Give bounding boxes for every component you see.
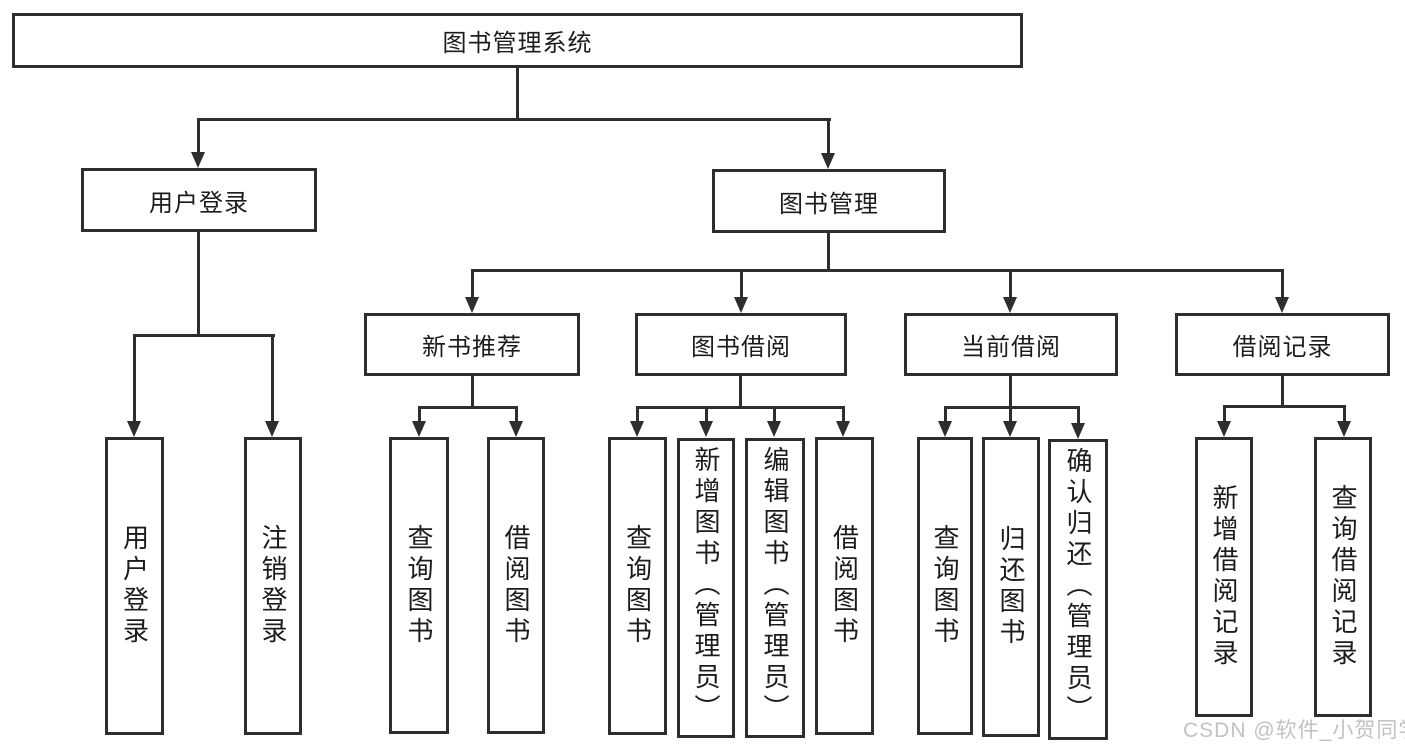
leaf-add-book-admin: 新增图书（管理员） [677,438,735,738]
connector-mgmt-group-branch [471,269,1284,272]
node-book-management-label: 图书管理 [779,190,879,218]
leaf-confirm-return-admin-label: 确认归还（管理员） [1063,447,1093,726]
arrowhead-bor-child2 [699,421,713,437]
connector-rcd-stem [1281,375,1284,407]
connector-book-management-drop [827,118,830,157]
node-user-login: 用户登录 [81,168,317,232]
connector-rec-child1-drop [418,406,421,424]
node-borrowing-records-label: 借阅记录 [1232,334,1333,361]
arrowhead-cur-child3 [1071,423,1085,439]
arrowhead-leaf-logout [265,421,279,437]
node-root-label: 图书管理系统 [442,30,593,57]
node-current-borrowing-label: 当前借阅 [961,334,1061,361]
arrowhead-rec-child2 [509,421,523,437]
leaf-borrow-books-label: 借阅图书 [829,524,860,648]
leaf-add-book-admin-label: 新增图书（管理员） [691,446,721,725]
arrowhead-bor-child3 [767,421,781,437]
node-book-borrowing: 图书借阅 [635,313,847,376]
node-borrowing-records: 借阅记录 [1175,313,1390,376]
leaf-edit-book-admin-label: 编辑图书（管理员） [760,446,790,725]
connector-leaf-logout-drop [271,334,274,424]
arrowhead-current [1003,297,1017,313]
connector-cur-child1-drop [944,406,947,424]
node-new-book-recommendation: 新书推荐 [364,313,580,376]
arrowhead-rcd-child2 [1337,421,1351,437]
leaf-add-borrow-record: 新增借阅记录 [1195,437,1253,717]
leaf-query-books-borrowing-label: 查询图书 [622,524,653,648]
connector-user-login-drop [197,118,200,156]
connector-cur-child2-drop [1009,406,1012,424]
leaf-edit-book-admin: 编辑图书（管理员） [745,438,805,738]
leaf-query-books-current: 查询图书 [917,437,973,735]
leaf-logout: 注销登录 [244,437,302,735]
connector-root-stem [516,68,519,121]
connector-bor-branch [636,406,844,409]
connector-leaf-user-login-drop [133,334,136,424]
connector-mgmt-group-stem [827,233,830,272]
connector-rcd-branch [1223,405,1345,408]
csdn-watermark: CSDN @软件_小贺同学 [1183,719,1405,742]
arrowhead-records [1275,297,1289,313]
leaf-query-books-recommend: 查询图书 [389,437,449,734]
connector-user-group-branch [133,334,275,337]
connector-level2-branch [197,118,831,121]
connector-recommend-drop [471,269,474,301]
arrowhead-rec-child1 [412,421,426,437]
node-user-login-label: 用户登录 [149,189,249,217]
connector-rcd-child1-drop [1223,405,1226,424]
leaf-user-login-label: 用户登录 [119,524,150,648]
connector-rcd-child2-drop [1343,405,1346,424]
connector-borrowing-drop [740,269,743,301]
leaf-borrow-books-recommend-label: 借阅图书 [501,523,531,648]
connector-bor-stem [739,375,742,408]
leaf-query-books-current-label: 查询图书 [930,524,960,648]
node-current-borrowing: 当前借阅 [904,313,1118,376]
node-new-book-recommendation-label: 新书推荐 [422,334,522,361]
connector-bor-child4-drop [842,406,845,424]
leaf-user-login: 用户登录 [105,437,164,735]
connector-records-drop [1281,269,1284,301]
node-book-borrowing-label: 图书借阅 [691,334,791,361]
leaf-borrow-books: 借阅图书 [815,437,874,735]
leaf-query-borrow-record-label: 查询借阅记录 [1328,484,1358,670]
arrowhead-bor-child1 [630,421,644,437]
arrowhead-book-management [821,153,835,169]
arrowhead-recommend [465,297,479,313]
connector-rec-child2-drop [515,406,518,424]
arrowhead-user-login [191,152,205,168]
node-book-management: 图书管理 [712,169,946,233]
arrowhead-leaf-user-login [127,421,141,437]
leaf-borrow-books-recommend: 借阅图书 [487,437,545,734]
leaf-return-book: 归还图书 [982,437,1040,737]
connector-cur-stem [1009,375,1012,408]
connector-current-drop [1009,269,1012,301]
leaf-add-borrow-record-label: 新增借阅记录 [1209,484,1239,670]
arrowhead-cur-child1 [938,421,952,437]
connector-user-group-stem [197,232,200,336]
arrowhead-borrowing [734,297,748,313]
arrowhead-rcd-child1 [1217,421,1231,437]
leaf-return-book-label: 归还图书 [996,525,1026,649]
connector-rec-branch [418,406,518,409]
leaf-query-borrow-record: 查询借阅记录 [1314,437,1372,717]
node-root: 图书管理系统 [12,13,1023,68]
leaf-confirm-return-admin: 确认归还（管理员） [1048,439,1108,740]
connector-rec-stem [471,375,474,408]
leaf-query-books-borrowing: 查询图书 [608,437,667,735]
leaf-logout-label: 注销登录 [258,524,288,648]
arrowhead-bor-child4 [836,421,850,437]
connector-bor-child2-drop [705,406,708,424]
connector-bor-child3-drop [773,406,776,424]
connector-cur-child3-drop [1077,406,1080,424]
arrowhead-cur-child2 [1003,421,1017,437]
leaf-query-books-recommend-label: 查询图书 [404,523,434,648]
connector-bor-child1-drop [636,406,639,424]
